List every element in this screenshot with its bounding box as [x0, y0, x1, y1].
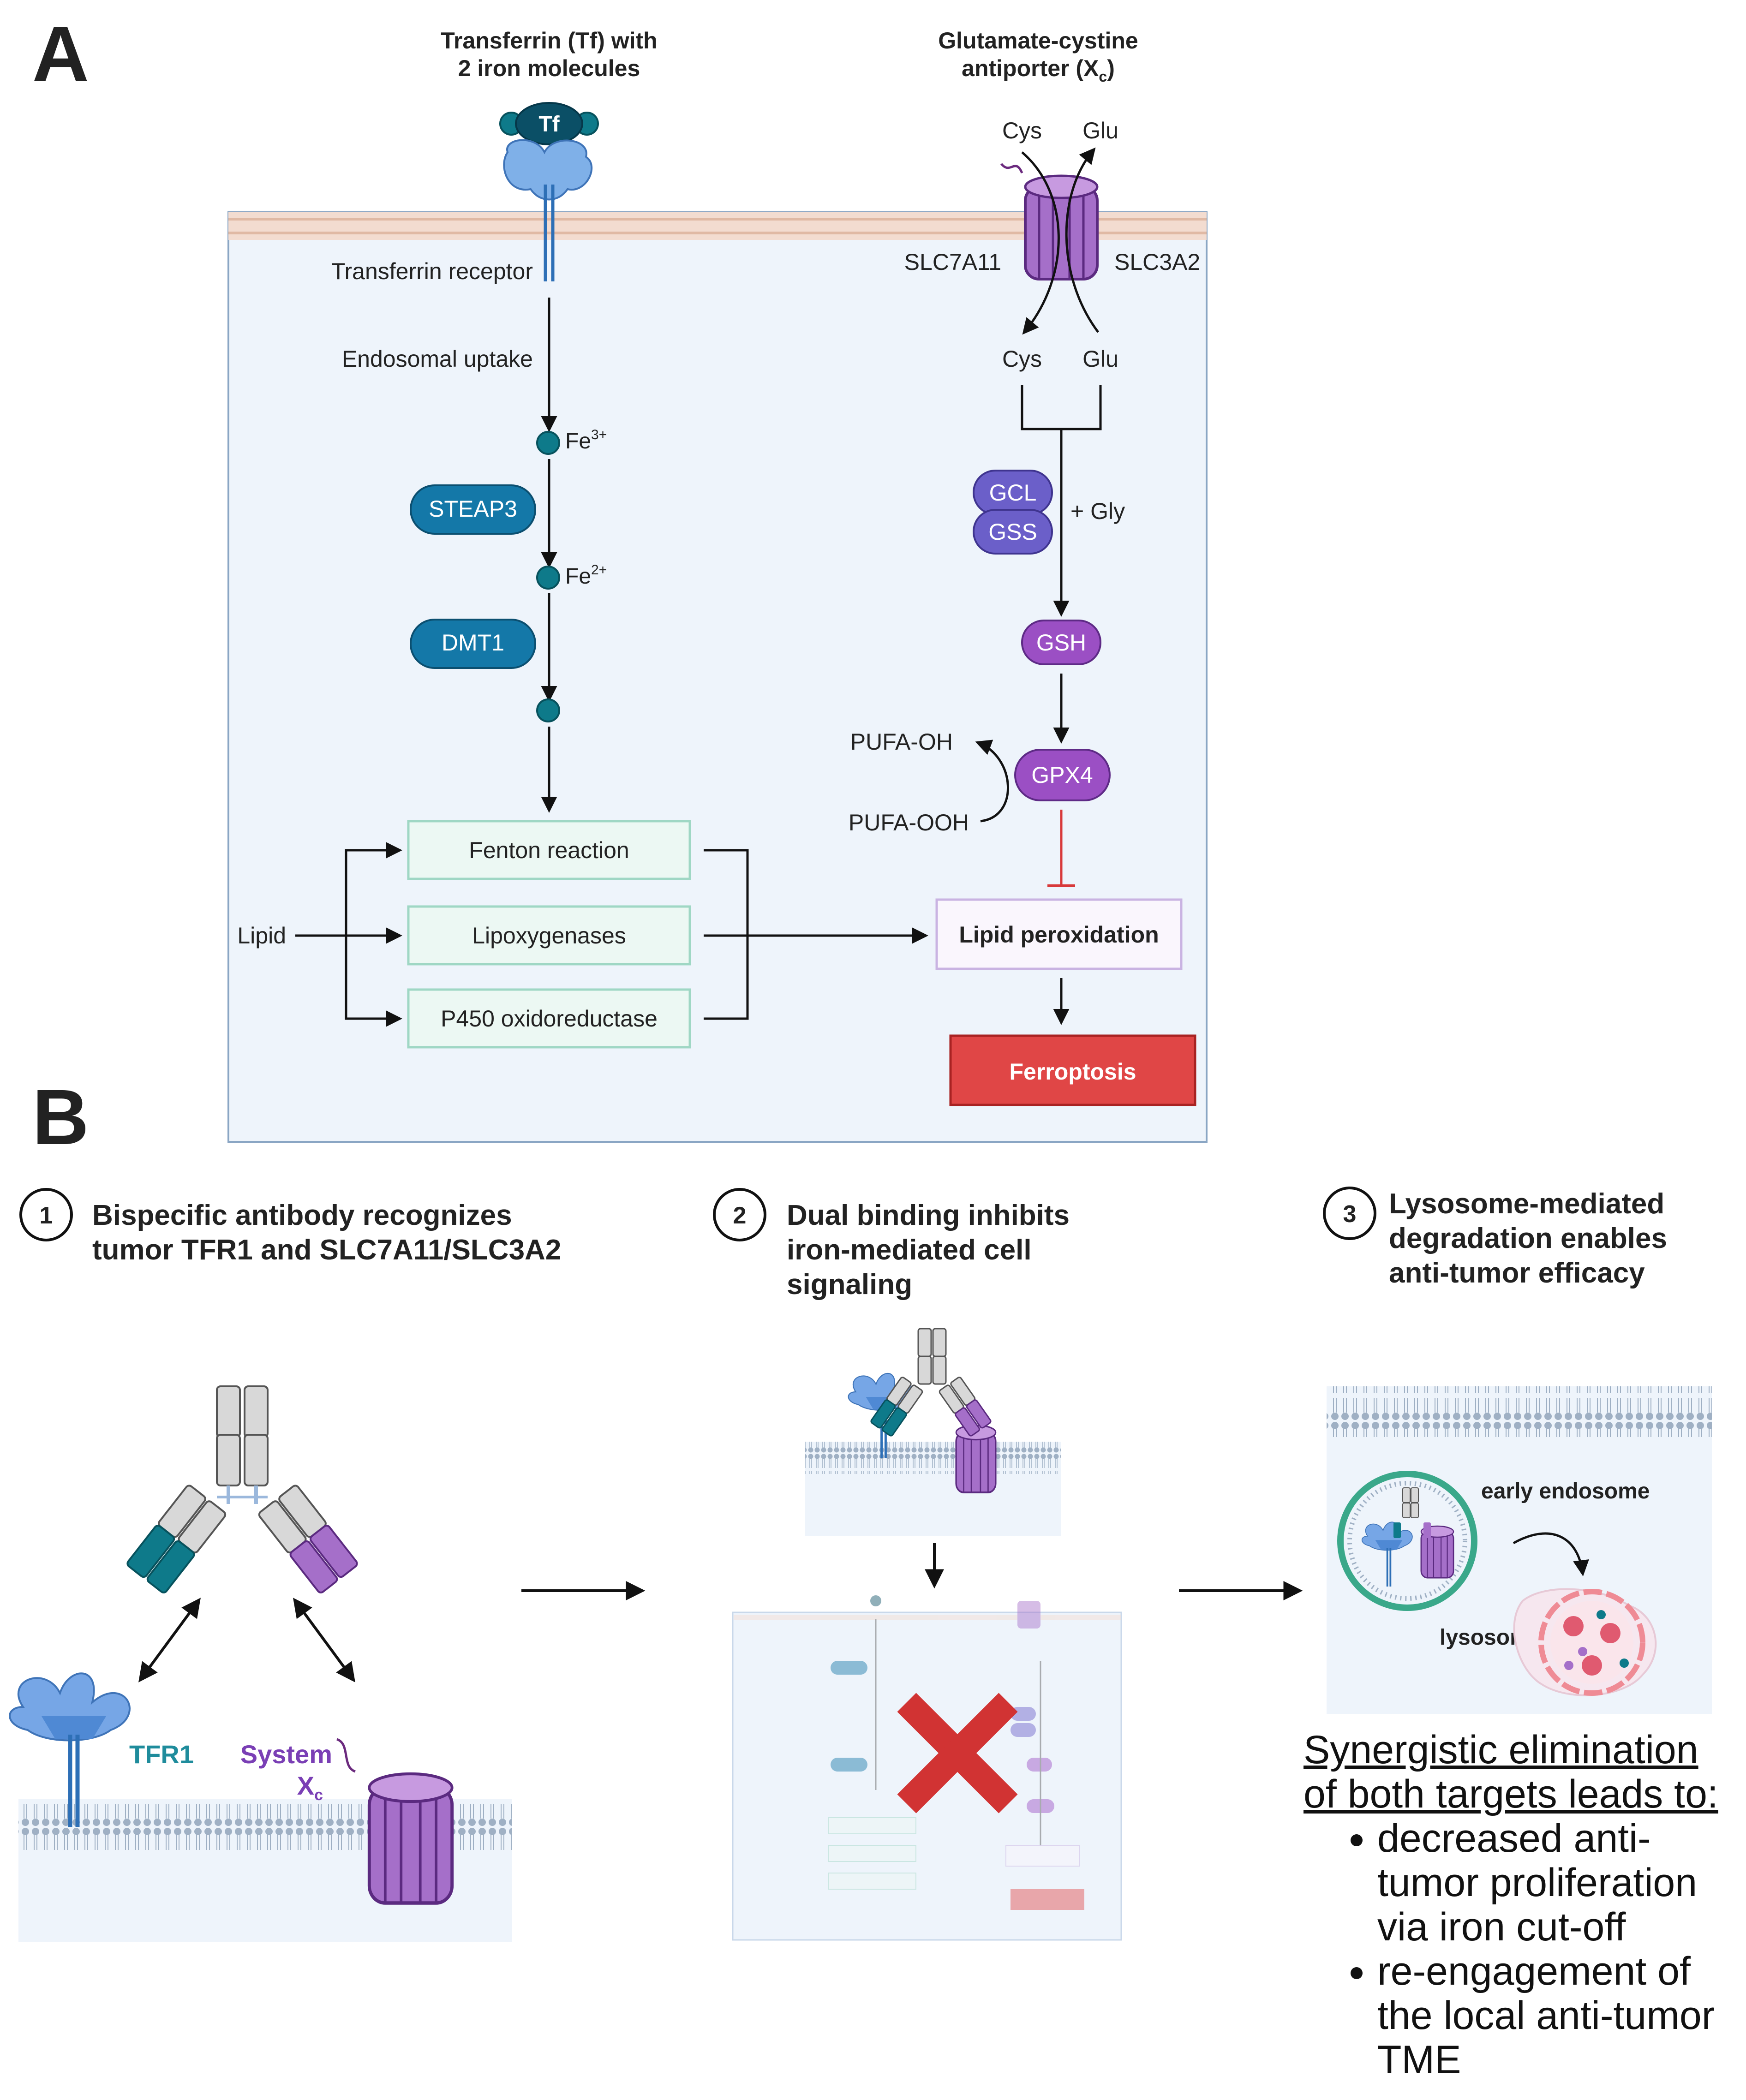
- transferrin-receptor-icon: [499, 102, 599, 281]
- cys-out-label: Cys: [1002, 118, 1042, 143]
- step1-line1: Bispecific antibody recognizes: [92, 1199, 512, 1231]
- step3-circle: [1323, 1187, 1376, 1240]
- slc7a11-label: SLC7A11: [904, 249, 1001, 275]
- fenton-label: Fenton reaction: [469, 837, 629, 863]
- step2-membrane: [805, 1442, 1061, 1474]
- steap3-label: STEAP3: [429, 496, 517, 522]
- tfr1-label: TFR1: [129, 1740, 194, 1769]
- glu-out-label: Glu: [1082, 118, 1118, 143]
- bispecific-antibody-icon: [126, 1385, 358, 1593]
- cell-body: [227, 211, 1208, 1143]
- pufa-ooh-label: PUFA-OOH: [849, 810, 969, 835]
- lipid-peroxidation-label: Lipid peroxidation: [959, 922, 1159, 948]
- p450-box: [407, 988, 691, 1049]
- system-xc-label: Xc: [297, 1771, 323, 1804]
- gss-label: GSS: [988, 519, 1037, 545]
- gpx4-pill: [1014, 749, 1111, 801]
- summary-title-line1: Synergistic elimination: [1304, 1728, 1698, 1772]
- fe3-label: Fe3+: [565, 427, 607, 453]
- steap3-pill: [410, 484, 536, 535]
- transferrin-receptor-label: Transferrin receptor: [331, 258, 533, 284]
- step3-membrane: [1327, 1386, 1712, 1437]
- ferroptosis-label: Ferroptosis: [1009, 1059, 1136, 1085]
- summary-title-line2: of both targets leads to:: [1304, 1772, 1718, 1816]
- gly-label: + Gly: [1070, 498, 1125, 524]
- gsh-pill: [1021, 620, 1101, 665]
- system-label: System: [240, 1740, 332, 1769]
- ferroptosis-box: [949, 1034, 1196, 1106]
- step2-xc-icon: [955, 1424, 997, 1493]
- tf-title-line2: 2 iron molecules: [458, 55, 640, 81]
- step3-line3: anti-tumor efficacy: [1389, 1257, 1645, 1289]
- panel-label-a: A: [32, 10, 89, 98]
- dmt1-pill: [410, 619, 536, 669]
- gcl-label: GCL: [989, 480, 1037, 506]
- lipoxygenases-label: Lipoxygenases: [472, 923, 626, 949]
- fenton-box: [407, 820, 691, 880]
- lipoxygenases-box: [407, 905, 691, 966]
- step2-line1: Dual binding inhibits: [787, 1199, 1070, 1231]
- iron-dot: [536, 698, 560, 722]
- slc3a2-label: SLC3A2: [1114, 249, 1200, 275]
- lipid-label: Lipid: [237, 923, 286, 949]
- lysosome-icon: [1513, 1588, 1657, 1696]
- early-endosome-label: early endosome: [1481, 1479, 1650, 1503]
- step3-number: 3: [1343, 1201, 1357, 1228]
- summary-bullet-1: decreased anti-tumor proliferation via i…: [1377, 1816, 1737, 1949]
- xc-title-line1: Glutamate-cystine: [938, 28, 1138, 54]
- xc-antiporter-icon: [1025, 176, 1097, 279]
- fe2-label: Fe2+: [565, 562, 607, 589]
- gss-pill: [973, 509, 1053, 555]
- glu-in-label: Glu: [1082, 346, 1118, 372]
- step2-line2: iron-mediated cell: [787, 1234, 1032, 1266]
- pufa-oh-label: PUFA-OH: [850, 729, 953, 755]
- endosome-antibody-icon: [1393, 1487, 1431, 1538]
- step1-circle: [19, 1188, 73, 1241]
- step1-number: 1: [40, 1202, 53, 1229]
- iron-fe2-dot: [536, 566, 560, 590]
- step2-faded-pathway: [732, 1595, 1122, 1941]
- tf-title-line1: Transferrin (Tf) with: [441, 28, 657, 54]
- summary-block: Synergistic elimination of both targets …: [1304, 1728, 1737, 2082]
- cys-in-label: Cys: [1002, 346, 1042, 372]
- tf-badge: Tf: [538, 112, 560, 137]
- panel-label-b: B: [32, 1074, 89, 1161]
- step1-line2: tumor TFR1 and SLC7A11/SLC3A2: [92, 1234, 561, 1266]
- iron-fe3-dot: [536, 431, 560, 455]
- endosomal-uptake-label: Endosomal uptake: [342, 346, 533, 372]
- step3-line1: Lysosome-mediated: [1389, 1188, 1664, 1220]
- dmt1-label: DMT1: [442, 630, 504, 656]
- summary-list: decreased anti-tumor proliferation via i…: [1304, 1816, 1737, 2082]
- xc-title-line2: antiporter (Xc): [962, 55, 1115, 85]
- summary-bullet-2: re-engagement of the local anti-tumor TM…: [1377, 1949, 1737, 2082]
- step2-number: 2: [733, 1202, 747, 1229]
- lipid-peroxidation-box: [935, 898, 1183, 970]
- gsh-label: GSH: [1036, 630, 1086, 656]
- step2-antibody-icon: [870, 1328, 992, 1437]
- step3-line2: degradation enables: [1389, 1223, 1667, 1254]
- system-xc-icon: [369, 1774, 452, 1903]
- step2-line3: signaling: [787, 1269, 912, 1301]
- step2-circle: [713, 1188, 766, 1241]
- p450-label: P450 oxidoreductase: [441, 1006, 658, 1032]
- gpx4-label: GPX4: [1031, 762, 1093, 788]
